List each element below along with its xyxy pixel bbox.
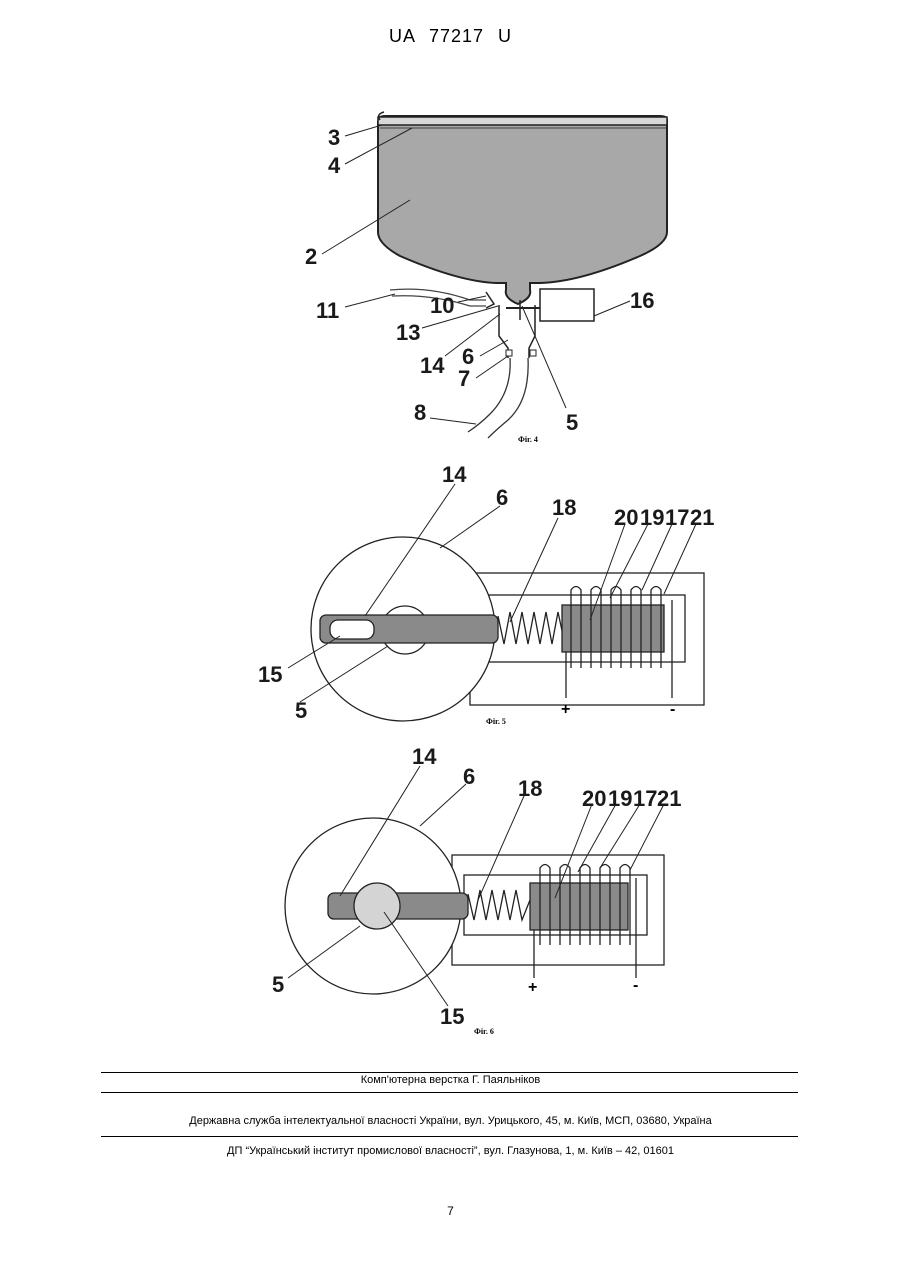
- fig4-label-2: 2: [305, 244, 317, 269]
- slot-15-valve-5: [354, 883, 400, 929]
- fig4-label-14: 14: [420, 353, 445, 378]
- clamp-right: [530, 350, 536, 356]
- fig6-label-17: 17: [633, 786, 657, 811]
- fig6-minus: -: [633, 977, 638, 994]
- fig6-label-6: 6: [463, 764, 475, 789]
- fig5-label-14: 14: [442, 462, 467, 487]
- fig6-label-5: 5: [272, 972, 284, 997]
- fig5-label-6: 6: [496, 485, 508, 510]
- core-20: [562, 605, 664, 652]
- page-number: 7: [0, 1204, 901, 1218]
- fig6-label-14: 14: [412, 744, 437, 769]
- fig4-label-5: 5: [566, 410, 578, 435]
- figure-4: 3 4 2 11 10 13 14 6 7 8 5 16 Фіг. 4: [0, 0, 901, 460]
- fig6-label-21: 21: [657, 786, 681, 811]
- fig5-caption: Фіг. 5: [486, 717, 506, 726]
- fig6-label-15: 15: [440, 1004, 464, 1029]
- fig4-label-8: 8: [414, 400, 426, 425]
- fig6-label-19: 19: [608, 786, 632, 811]
- fig4-label-11: 11: [316, 298, 339, 323]
- fig4-caption: Фіг. 4: [518, 435, 538, 444]
- fig4-label-3: 3: [328, 125, 340, 150]
- tank-body: [378, 116, 667, 304]
- fig6-caption: Фіг. 6: [474, 1027, 494, 1036]
- fig5-label-15: 15: [258, 662, 282, 687]
- fig4-label-7: 7: [458, 366, 470, 391]
- fig4-label-10: 10: [430, 293, 454, 318]
- nozzle-10: [486, 292, 494, 308]
- fig6-label-20: 20: [582, 786, 606, 811]
- fig6-plus: +: [528, 979, 537, 996]
- device-16: [540, 289, 594, 321]
- fig5-label-18: 18: [552, 495, 576, 520]
- layout-credit: Комп'ютерна верстка Г. Паяльніков: [0, 1074, 901, 1086]
- footer-rule-top: [101, 1072, 798, 1073]
- core-20: [530, 883, 628, 930]
- tank-lid: [378, 117, 667, 125]
- fig5-label-17: 17: [665, 505, 689, 530]
- fig4-label-16: 16: [630, 288, 654, 313]
- institute-address: ДП “Український інститут промислової вла…: [0, 1145, 901, 1157]
- figure-5: 14 6 18 20 19 17 21 15 5 + - Фіг. 5: [0, 460, 901, 750]
- fig4-label-13: 13: [396, 320, 420, 345]
- footer-rule-bottom: [101, 1136, 798, 1137]
- fig5-label-19: 19: [640, 505, 664, 530]
- clamp-left: [506, 350, 512, 356]
- hose-8: [468, 358, 528, 438]
- slot-15: [330, 620, 374, 639]
- fig5-label-21: 21: [690, 505, 714, 530]
- fig5-minus: -: [670, 701, 675, 718]
- fig4-label-4: 4: [328, 153, 341, 178]
- figure-6: 14 6 18 20 19 17 21 5 15 + - Фіг. 6: [0, 750, 901, 1040]
- agency-address: Державна служба інтелектуальної власност…: [0, 1115, 901, 1127]
- footer-rule-middle: [101, 1092, 798, 1093]
- fig6-label-18: 18: [518, 776, 542, 801]
- fig5-label-20: 20: [614, 505, 638, 530]
- fig5-label-5: 5: [295, 698, 307, 723]
- fig5-plus: +: [561, 701, 570, 718]
